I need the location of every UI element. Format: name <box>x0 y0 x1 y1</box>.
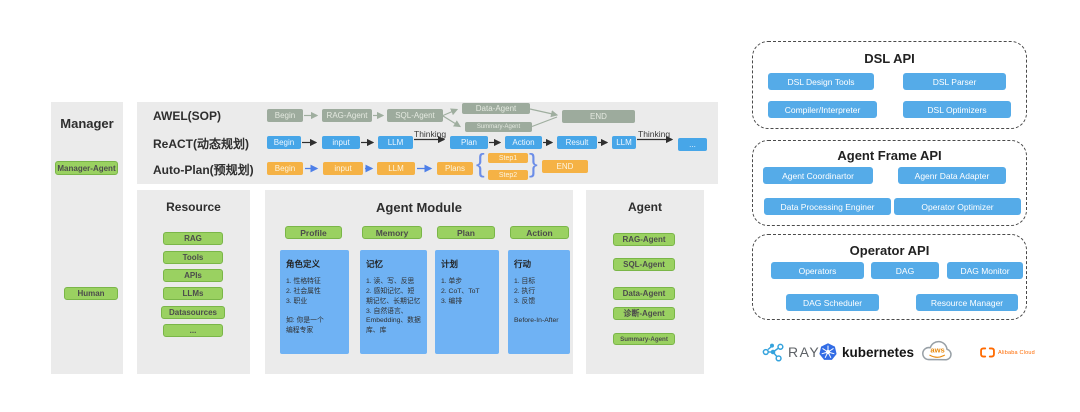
autoplan-node-input: input <box>323 162 363 175</box>
resource-item-apis: APIs <box>163 269 223 282</box>
react-node-result: Result <box>557 136 597 149</box>
resource-item-llms: LLMs <box>163 287 223 300</box>
agent-coordinator-button: Agent Coordinartor <box>763 167 873 184</box>
manager-agent-pill: Manager-Agent <box>55 161 118 175</box>
human-pill: Human <box>64 287 118 300</box>
plan-card: 计划 1. 单步 2. CoT、ToT 3. 编排 <box>435 250 499 354</box>
ray-logo: RAY <box>762 340 820 363</box>
agent-item-sql: SQL-Agent <box>613 258 675 271</box>
agent-item-rag: RAG-Agent <box>613 233 675 246</box>
agent-module-title: Agent Module <box>376 200 462 215</box>
kubernetes-label: kubernetes <box>842 344 915 360</box>
module-pill-action: Action <box>510 226 569 239</box>
dsl-api-title: DSL API <box>864 51 915 66</box>
resource-title: Resource <box>166 200 221 214</box>
dsl-design-tools-button: DSL Design Tools <box>768 73 874 90</box>
orchestration-panel: AWEL(SOP) ReACT(动态规划) Auto-Plan(预规划) <box>137 102 718 184</box>
manager-panel: Manager Manager-Agent Human <box>51 102 123 374</box>
resource-item-datasources: Datasources <box>161 306 225 319</box>
kubernetes-icon <box>819 343 837 360</box>
awel-node-sql-agent: SQL-Agent <box>387 109 443 122</box>
react-node-input: input <box>322 136 360 149</box>
ray-label: RAY <box>788 343 821 360</box>
awel-node-data-agent: Data-Agent <box>462 103 530 114</box>
plan-card-title: 计划 <box>441 259 459 269</box>
react-node-more: ... <box>678 138 707 151</box>
ray-icon <box>762 343 784 362</box>
resource-panel: Resource RAG Tools APIs LLMs Datasources… <box>137 190 250 374</box>
memory-card-title: 记忆 <box>366 259 384 269</box>
autoplan-node-step1: Step1 <box>488 153 528 163</box>
operators-button: Operators <box>771 262 864 279</box>
autoplan-row-label: Auto-Plan(预规划) <box>153 163 254 177</box>
dag-button: DAG <box>871 262 939 279</box>
profile-card-body: 1. 性格特征 2. 社会属性 3. 职业 如: 你是一个 编程专家 <box>286 278 324 335</box>
memory-card: 记忆 1. 读、写、反思 2. 感知记忆、短期记忆、长期记忆 3. 自然语言、E… <box>360 250 427 354</box>
alibaba-cloud-label: Alibaba Cloud <box>998 349 1035 356</box>
autoplan-node-llm: LLM <box>377 162 415 175</box>
module-pill-plan: Plan <box>437 226 495 239</box>
awel-row-label: AWEL(SOP) <box>153 109 221 123</box>
memory-card-body: 1. 读、写、反思 2. 感知记忆、短期记忆、长期记忆 3. 自然语言、Embe… <box>366 278 421 335</box>
action-card-title: 行动 <box>514 259 532 269</box>
profile-card: 角色定义 1. 性格特征 2. 社会属性 3. 职业 如: 你是一个 编程专家 <box>280 250 349 354</box>
dsl-api-box: DSL API DSL Design Tools DSL Parser Comp… <box>752 41 1027 129</box>
dsl-optimizers-button: DSL Optimizers <box>903 101 1011 118</box>
awel-node-end: END <box>562 110 635 123</box>
manager-title: Manager <box>60 116 114 131</box>
react-thinking-label-2: Thinking <box>638 129 671 139</box>
aws-label: aws <box>930 345 944 354</box>
resource-item-more: ... <box>163 324 223 337</box>
step-bracket-open: { <box>476 148 485 178</box>
kubernetes-logo: kubernetes <box>819 341 914 363</box>
agent-data-adapter-button: Agenr Data Adapter <box>898 167 1006 184</box>
module-pill-profile: Profile <box>285 226 342 239</box>
agent-frame-api-box: Agent Frame API Agent Coordinartor Agenr… <box>752 140 1027 226</box>
dag-scheduler-button: DAG Scheduler <box>786 294 879 311</box>
agent-module-panel: Agent Module Profile Memory Plan Action … <box>265 190 573 374</box>
awel-node-summary-agent: Summary-Agent <box>465 122 532 132</box>
react-node-action: Action <box>505 136 542 149</box>
react-node-llm-2: LLM <box>612 136 636 149</box>
action-card-body: 1. 目标 2. 执行 3. 反馈 Before-In-After <box>514 278 559 325</box>
action-card: 行动 1. 目标 2. 执行 3. 反馈 Before-In-After <box>508 250 570 354</box>
react-row-label: ReACT(动态规划) <box>153 137 249 151</box>
agent-panel: Agent RAG-Agent SQL-Agent Data-Agent 诊断-… <box>586 190 704 374</box>
autoplan-node-begin: Begin <box>267 162 303 175</box>
operator-api-title: Operator API <box>849 243 930 258</box>
step-bracket-close: } <box>529 148 538 178</box>
agent-item-summary: Summary-Agent <box>613 333 675 345</box>
agent-title: Agent <box>628 200 662 214</box>
resource-item-tools: Tools <box>163 251 223 264</box>
data-processing-engine-button: Data Processing Enginer <box>764 198 891 215</box>
agent-item-data: Data-Agent <box>613 287 675 300</box>
profile-card-title: 角色定义 <box>286 259 321 269</box>
alibaba-cloud-icon <box>980 347 995 358</box>
agent-frame-api-title: Agent Frame API <box>837 148 942 163</box>
dag-monitor-button: DAG Monitor <box>947 262 1023 279</box>
resource-manager-button: Resource Manager <box>916 294 1018 311</box>
operator-optimizer-button: Operator Optimizer <box>894 198 1021 215</box>
agent-item-diagnose: 诊断-Agent <box>613 307 675 320</box>
react-thinking-label-1: Thinking <box>414 129 447 139</box>
aws-logo: aws <box>918 337 956 365</box>
dsl-parser-button: DSL Parser <box>903 73 1006 90</box>
awel-node-rag-agent: RAG-Agent <box>322 109 372 122</box>
module-pill-memory: Memory <box>362 226 422 239</box>
aws-cloud-icon: aws <box>922 340 952 361</box>
compiler-interpreter-button: Compiler/Interpreter <box>768 101 877 118</box>
react-node-begin: Begin <box>267 136 301 149</box>
autoplan-node-step2: Step2 <box>488 170 528 180</box>
plan-card-body: 1. 单步 2. CoT、ToT 3. 编排 <box>441 278 480 305</box>
autoplan-node-end: END <box>542 160 588 173</box>
react-node-plan: Plan <box>450 136 488 149</box>
react-node-llm: LLM <box>378 136 413 149</box>
awel-node-begin: Begin <box>267 109 303 122</box>
alibaba-cloud-logo: Alibaba Cloud <box>980 347 1035 358</box>
operator-api-box: Operator API Operators DAG DAG Monitor D… <box>752 234 1027 320</box>
autoplan-node-plans: Plans <box>437 162 473 175</box>
resource-item-rag: RAG <box>163 232 223 245</box>
